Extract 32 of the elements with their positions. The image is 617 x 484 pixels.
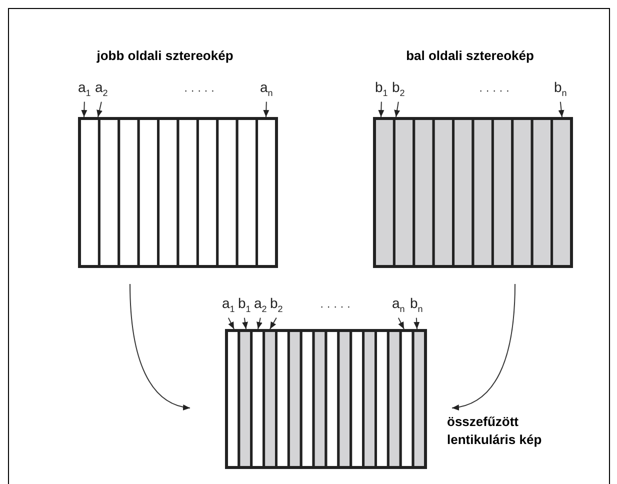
arrow xyxy=(394,101,400,118)
image-caption: összefűzött lentikuláris kép xyxy=(447,413,543,449)
arrow xyxy=(414,317,420,330)
strip-label: b$_{n}$ xyxy=(554,80,567,100)
strip-label: b$_{n}$ xyxy=(410,296,423,316)
arrow xyxy=(96,101,102,118)
image-title: bal oldali sztereokép xyxy=(406,48,534,63)
ellipsis-dots: · · · · · xyxy=(320,300,351,314)
arrow xyxy=(452,284,516,410)
ellipsis-dots: · · · · · xyxy=(479,84,510,98)
arrow xyxy=(242,317,248,330)
strip-label: b$_{1}$ xyxy=(238,296,251,316)
arrow xyxy=(228,317,234,330)
arrow xyxy=(81,101,88,118)
strip-label: a$_{n}$ xyxy=(392,296,405,316)
arrow xyxy=(398,317,404,330)
strip-label: b$_{2}$ xyxy=(392,80,405,100)
strip-label: b$_{1}$ xyxy=(375,80,388,100)
strip-label: a$_{2}$ xyxy=(254,296,267,316)
image-title: jobb oldali sztereokép xyxy=(96,48,234,63)
arrow xyxy=(378,101,384,118)
strip-label: b$_{2}$ xyxy=(270,296,283,316)
arrow xyxy=(256,317,262,330)
arrow xyxy=(558,101,564,118)
strip-label: a$_{2}$ xyxy=(95,80,108,100)
arrow xyxy=(130,284,190,410)
strip-label: a$_{1}$ xyxy=(78,80,91,100)
ellipsis-dots: · · · · · xyxy=(184,84,215,98)
strip-label: a$_{1}$ xyxy=(222,296,235,316)
arrow xyxy=(263,101,270,118)
strip-label: a$_{n}$ xyxy=(260,80,273,100)
arrow xyxy=(270,317,277,330)
